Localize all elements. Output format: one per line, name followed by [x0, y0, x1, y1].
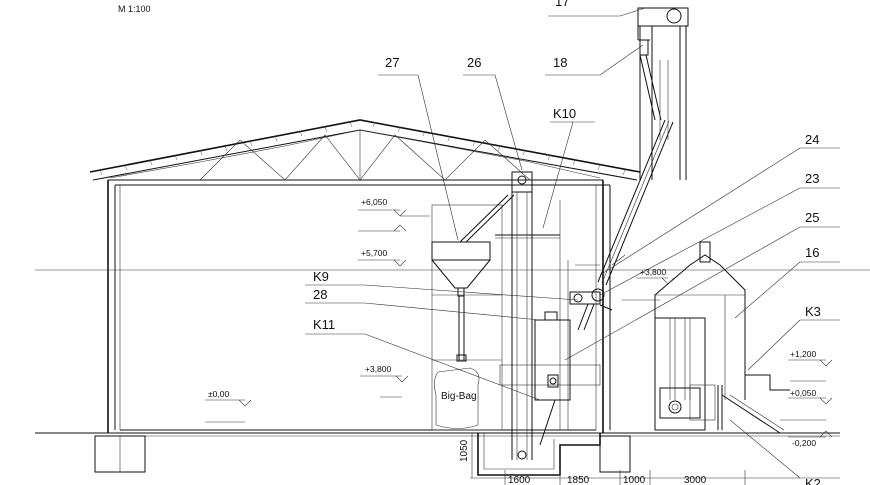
elevation-minus-0200: -0,200 — [792, 438, 816, 448]
foundations — [94, 435, 631, 473]
elevation-3800-a: +3,800 — [365, 364, 392, 374]
elevation-3800-b: +3,800 — [640, 267, 667, 277]
dimension-lines: 1600 1850 1000 3000 1050 — [459, 433, 840, 485]
big-bag: Big-Bag — [434, 367, 480, 429]
elevator-tower-17 — [637, 7, 689, 180]
ramp-k3 — [721, 374, 790, 434]
elevator-pit — [477, 433, 601, 476]
hopper-27 — [431, 241, 491, 362]
callout-k2: K2 — [805, 476, 821, 485]
elevation-0000: ±0,00 — [208, 389, 229, 399]
callout-k9: K9 — [313, 269, 329, 284]
elevation-1200: +1,200 — [790, 349, 817, 359]
callout-k11: K11 — [313, 317, 335, 332]
bucket-elevator-26 — [511, 171, 533, 460]
ground-line — [35, 432, 840, 437]
dimension-1850: 1850 — [567, 475, 590, 485]
elevation-0050: +0,050 — [790, 388, 817, 398]
callout-27: 27 — [385, 55, 399, 70]
elevation-5700: +5,700 — [361, 248, 388, 258]
callout-k10: K10 — [553, 106, 576, 121]
callout-labels: 17 18 27 26 K10 24 23 25 16 K9 28 K11 K3… — [313, 0, 821, 485]
chute-to-hopper — [459, 194, 515, 243]
dimension-1000: 1000 — [623, 475, 646, 485]
callout-18: 18 — [553, 55, 567, 70]
elevation-markers: +6,050 +5,700 +3,800 ±0,00 +3,800 +1,200… — [205, 197, 833, 448]
roof-truss — [89, 119, 641, 181]
callout-24: 24 — [805, 132, 819, 147]
big-bag-label: Big-Bag — [441, 391, 477, 402]
callout-25: 25 — [805, 210, 819, 225]
callout-28: 28 — [313, 287, 327, 302]
dryer-house-16 — [654, 241, 746, 431]
callout-17: 17 — [555, 0, 569, 9]
leader-lines — [305, 7, 840, 479]
interior-frame — [431, 200, 601, 431]
callout-16: 16 — [805, 245, 819, 260]
building-walls — [35, 180, 870, 433]
scale-label: M 1:100 — [118, 4, 151, 14]
callout-26: 26 — [467, 55, 481, 70]
dimension-1600: 1600 — [508, 475, 531, 485]
elevation-6050: +6,050 — [361, 197, 388, 207]
inclined-conveyor — [597, 54, 674, 286]
cleaner-machine-24 — [569, 288, 613, 331]
dimension-3000: 3000 — [684, 475, 707, 485]
dimension-1050: 1050 — [459, 439, 470, 462]
callout-k3: K3 — [805, 304, 821, 319]
callout-23: 23 — [805, 171, 819, 186]
storage-bin-25 — [534, 311, 571, 446]
